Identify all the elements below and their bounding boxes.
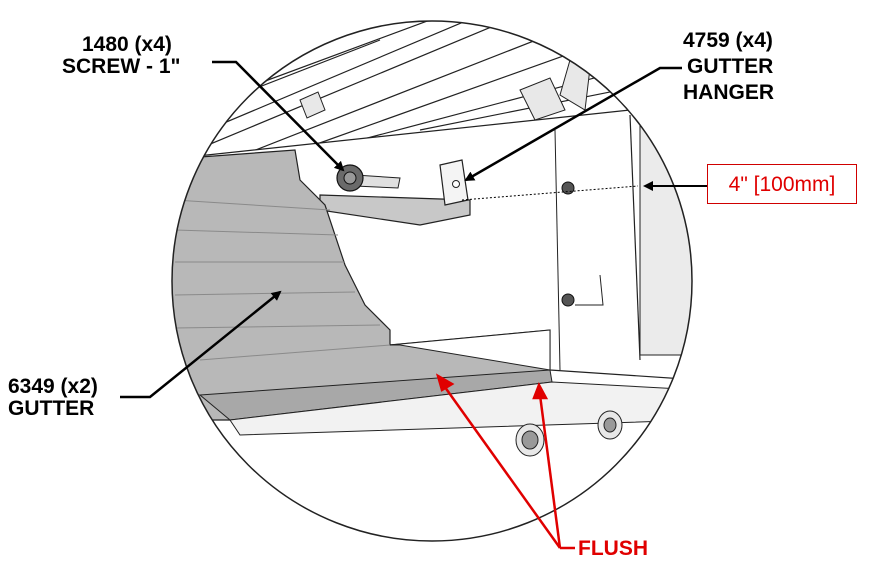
dimension-value: 4" [100mm] [728, 173, 836, 196]
screw-leader [212, 60, 345, 172]
dimension-callout: 4" [100mm] [707, 164, 857, 204]
detail-circle [171, 20, 693, 542]
magnified-view [172, 21, 692, 541]
screw-part-number: 1480 (x4) [82, 33, 172, 56]
hanger-part-name-line1: GUTTER [687, 55, 774, 78]
hanger-leader [464, 66, 682, 182]
dimension-line [461, 185, 639, 201]
gutter-part-name: GUTTER [8, 397, 95, 420]
lower-fasteners [515, 410, 623, 457]
hanger-part-number: 4759 (x4) [683, 29, 773, 52]
gutter-leader [120, 290, 282, 399]
flush-label: FLUSH [578, 537, 648, 560]
fastener-hole [561, 181, 575, 195]
panel-clip [299, 91, 326, 119]
flush-arrows [435, 373, 575, 550]
fastener-hole [561, 293, 575, 307]
panel-clip [519, 77, 566, 121]
hanger-part-name-line2: HANGER [683, 81, 775, 104]
beam-end [639, 114, 692, 356]
screw-part-name: SCREW - 1" [62, 55, 181, 78]
gutter-part-number: 6349 (x2) [8, 375, 98, 398]
